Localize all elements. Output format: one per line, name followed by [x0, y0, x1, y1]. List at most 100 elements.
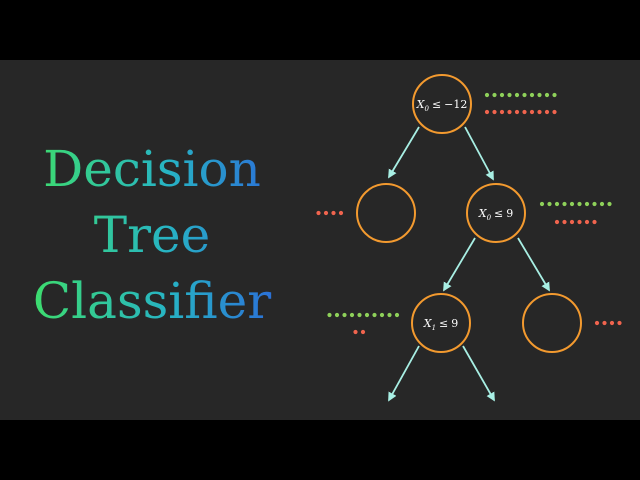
- sample-dot-green: [379, 312, 385, 318]
- node-x1-split-circle: [411, 293, 471, 353]
- sample-dot-green: [569, 201, 575, 207]
- sample-dot-red: [338, 210, 344, 216]
- edge-x1-left: [388, 345, 420, 402]
- sample-dot-red: [592, 219, 597, 225]
- node-root-label: X0≤−12: [416, 98, 468, 113]
- dots-root-green: [484, 92, 557, 98]
- sample-dot-green: [544, 92, 550, 98]
- sample-dot-red: [562, 219, 567, 225]
- dots-x0-split-green: [539, 201, 612, 207]
- slide-panel: [0, 60, 640, 420]
- title: Decision Tree Classifier: [33, 140, 271, 330]
- sample-dot-green: [554, 201, 560, 207]
- dots-x1-split-green: [327, 312, 400, 318]
- sample-dot-green: [552, 92, 557, 98]
- sample-dot-green: [394, 312, 400, 318]
- sample-dot-red: [316, 210, 321, 216]
- tree-edges: [388, 126, 550, 402]
- edge-x0-left: [443, 237, 476, 292]
- sample-dot-red: [569, 219, 575, 225]
- dots-x1-split: [327, 312, 400, 335]
- sample-dot-green: [507, 92, 512, 98]
- node-x1-split: X1≤9: [411, 293, 471, 353]
- sample-dot-green: [539, 201, 545, 207]
- sample-dot-green: [599, 201, 605, 207]
- sample-dot-red: [609, 320, 615, 326]
- node-root-op: ≤: [432, 98, 441, 111]
- node-x1-split-var: X: [423, 317, 433, 330]
- sample-dot-green: [522, 92, 527, 98]
- node-x0-split-op: ≤: [494, 207, 503, 220]
- sample-dot-green: [357, 312, 362, 318]
- sample-dot-green: [342, 312, 347, 318]
- sample-dot-red: [529, 109, 535, 115]
- sample-dot-green: [492, 92, 497, 98]
- node-x1-split-value: 9: [451, 317, 458, 330]
- sample-dot-red: [544, 109, 550, 115]
- edge-x1-right: [462, 345, 495, 402]
- dots-root: [484, 92, 557, 115]
- dots-left-leaf-red: [316, 210, 344, 216]
- sample-dot-green: [484, 92, 490, 98]
- sample-dot-red: [554, 219, 560, 225]
- node-root-circle: [412, 74, 472, 134]
- node-x0-split: X0≤9: [466, 183, 526, 243]
- node-x0-split-label: X0≤9: [478, 207, 514, 222]
- edge-root-left: [388, 126, 420, 179]
- node-root-sub: 0: [424, 105, 429, 113]
- node-right-leaf: [522, 293, 582, 353]
- sample-dot-red: [323, 210, 329, 216]
- dots-right-leaf-red: [594, 320, 622, 326]
- sample-dot-green: [349, 312, 355, 318]
- title-line-1: Decision: [43, 140, 261, 198]
- sample-dot-red: [353, 329, 358, 335]
- sample-dot-red: [594, 320, 600, 326]
- sample-dot-red: [522, 109, 527, 115]
- sample-dot-green: [584, 201, 590, 207]
- node-root-var: X: [416, 98, 426, 111]
- title-line-2: Tree: [94, 206, 210, 264]
- node-x1-split-op: ≤: [439, 317, 448, 330]
- node-x0-split-circle: [466, 183, 526, 243]
- sample-dot-red: [584, 219, 590, 225]
- sample-dot-green: [372, 312, 377, 318]
- sample-dot-red: [484, 109, 490, 115]
- sample-dot-green: [514, 92, 520, 98]
- sample-dot-red: [602, 320, 607, 326]
- sample-dot-green: [607, 201, 612, 207]
- node-x1-split-label: X1≤9: [423, 317, 459, 332]
- sample-dot-green: [327, 312, 332, 318]
- node-x0-split-value: 9: [506, 207, 513, 220]
- dots-x0-split: [539, 201, 612, 225]
- sample-dot-red: [577, 219, 582, 225]
- sample-dot-red: [514, 109, 520, 115]
- sample-dot-green: [499, 92, 505, 98]
- dots-x0-split-red: [554, 219, 597, 225]
- dots-x1-split-red: [353, 329, 366, 335]
- sample-dot-green: [334, 312, 340, 318]
- sample-dot-green: [547, 201, 552, 207]
- sample-dot-red: [331, 210, 336, 216]
- sample-dot-green: [537, 92, 542, 98]
- sample-dot-red: [537, 109, 542, 115]
- node-x1-split-sub: 1: [432, 324, 436, 332]
- sample-dot-red: [507, 109, 512, 115]
- edge-x0-right: [517, 237, 550, 292]
- sample-dot-green: [592, 201, 597, 207]
- dots-root-red: [484, 109, 557, 115]
- dots-left-leaf: [316, 210, 344, 216]
- sample-dot-red: [499, 109, 505, 115]
- sample-dot-green: [562, 201, 567, 207]
- title-line-3: Classifier: [33, 272, 271, 330]
- edge-root-right: [464, 126, 494, 181]
- tree-nodes: X0≤−12 X0≤9 X1≤9: [356, 74, 582, 353]
- dots-right-leaf: [594, 320, 622, 326]
- node-root-value: −12: [444, 98, 467, 111]
- sample-dot-red: [492, 109, 497, 115]
- sample-dot-red: [360, 329, 366, 335]
- node-left-leaf: [356, 183, 416, 243]
- node-root: X0≤−12: [412, 74, 472, 134]
- sample-dot-green: [364, 312, 370, 318]
